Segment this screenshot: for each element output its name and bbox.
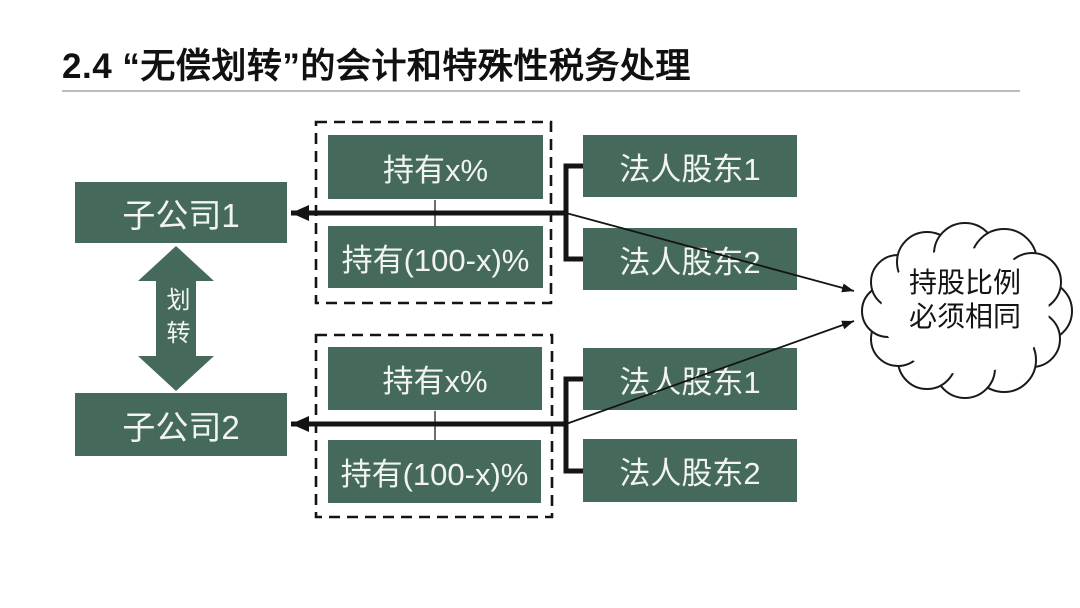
- top-shareholder2-box: 法人股东2: [583, 228, 797, 290]
- bottom-holding-x-box: 持有x%: [328, 347, 542, 410]
- top-shareholder2-label: 法人股东2: [619, 244, 761, 280]
- bottom-shareholder1-label: 法人股东1: [619, 364, 761, 400]
- bottom-shareholder1-box: 法人股东1: [583, 348, 797, 410]
- bottom-shareholder2-label: 法人股东2: [619, 456, 761, 491]
- subsidiary2-label: 子公司2: [122, 408, 240, 446]
- page-title: 2.4 “无偿划转”的会计和特殊性税务处理: [62, 47, 691, 86]
- top-holding-x-box: 持有x%: [328, 135, 543, 199]
- transfer-arrow-label: 划转: [162, 287, 189, 353]
- cloud-note-line2: 必须相同: [908, 301, 1021, 333]
- cloud-note: 持股比例 必须相同: [876, 266, 1054, 334]
- bottom-holding-x-label: 持有x%: [382, 364, 488, 399]
- bottom-shareholders-bracket: [563, 376, 583, 474]
- top-holding-rest-label: 持有(100-x)%: [341, 242, 530, 278]
- cloud-note-line1: 持股比例: [908, 267, 1021, 298]
- title-divider: [62, 90, 1020, 92]
- subsidiary1-box: 子公司1: [75, 182, 287, 243]
- subsidiary1-label: 子公司1: [122, 196, 240, 234]
- bottom-shareholder2-box: 法人股东2: [583, 439, 797, 502]
- subsidiary2-box: 子公司2: [75, 393, 287, 456]
- bottom-holding-rest-label: 持有(100-x)%: [340, 457, 529, 492]
- top-holding-rest-box: 持有(100-x)%: [328, 226, 543, 288]
- top-shareholder1-label: 法人股东1: [619, 151, 761, 187]
- top-shareholders-bracket: [563, 163, 583, 262]
- top-shareholder1-box: 法人股东1: [583, 135, 797, 197]
- bottom-holding-rest-box: 持有(100-x)%: [328, 440, 541, 503]
- top-holding-x-label: 持有x%: [382, 152, 489, 188]
